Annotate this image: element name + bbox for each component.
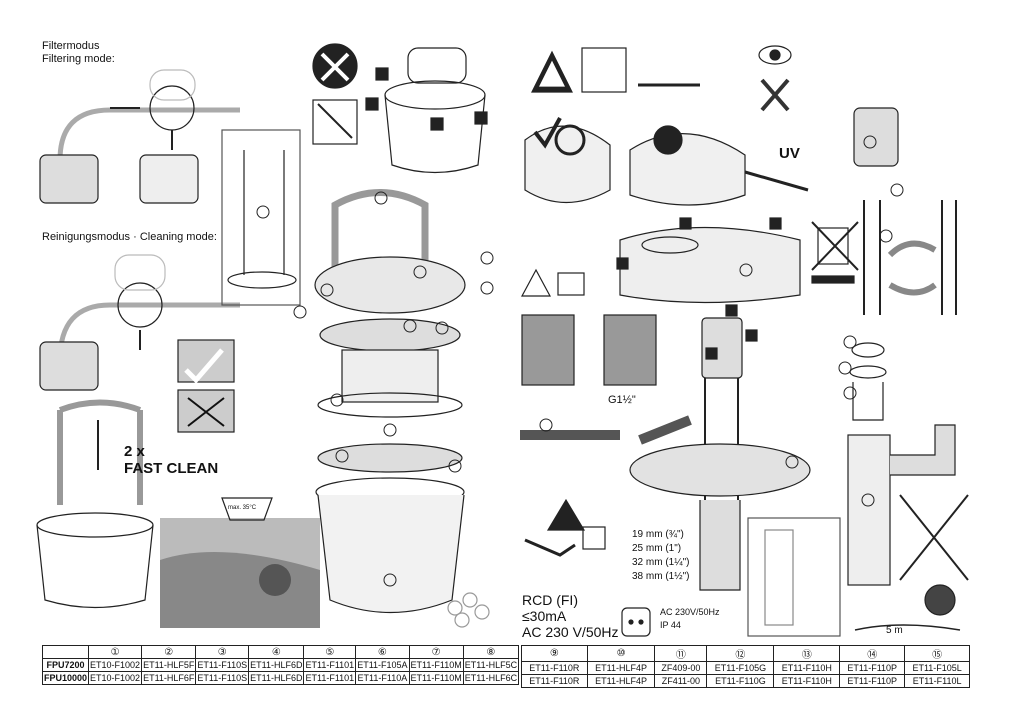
table-header: ⑮ xyxy=(904,645,970,662)
part-number: ET11-F1101 xyxy=(303,671,357,685)
part-number: ET11-F110P xyxy=(839,674,906,688)
wash-temp-label: max. 35°C xyxy=(228,505,257,511)
part-number: ET11-F110G xyxy=(706,674,775,688)
hose-size-19: 19 mm (¾") xyxy=(632,529,684,540)
exploded-filter xyxy=(314,189,466,614)
top-unit-removal xyxy=(365,47,488,174)
filter-balls xyxy=(447,592,490,628)
part-number: ET11-F110S xyxy=(195,658,250,672)
table-row: ET11-F110R ET11-HLF4P ZF411-00 ET11-F110… xyxy=(521,674,970,688)
table-header: ④ xyxy=(248,645,305,659)
table-header: ① xyxy=(88,645,143,659)
model-name: FPU10000 xyxy=(41,671,90,685)
table-header: ⑫ xyxy=(706,645,775,662)
cable-length: 5 m xyxy=(886,625,903,636)
part-number: ZF411-00 xyxy=(654,674,708,688)
uv-label: UV xyxy=(779,145,800,162)
part-number: ZF409-00 xyxy=(654,661,708,675)
part-number: ET11-HLF6F xyxy=(141,671,197,685)
table-header: ③ xyxy=(195,645,250,659)
part-number: ET11-F110M xyxy=(408,658,464,672)
table-header: ⑩ xyxy=(586,645,656,662)
fast-clean-device xyxy=(36,399,154,609)
part-number: ET11-HLF5F xyxy=(141,658,197,672)
table-header: ② xyxy=(141,645,197,659)
table-row: FPU10000 ET10-F1002 ET11-HLF6F ET11-F110… xyxy=(41,671,520,685)
model-name: FPU7200 xyxy=(41,658,90,672)
part-number: ET10-F1002 xyxy=(88,658,143,672)
part-number: ET11-F110H xyxy=(773,674,841,688)
hose-size-32: 32 mm (1¼") xyxy=(632,557,690,568)
table-header: ⑬ xyxy=(773,645,841,662)
wash-temp-icon xyxy=(221,497,273,521)
part-number: ET10-F1002 xyxy=(88,671,143,685)
part-number: ET11-F110P xyxy=(839,661,906,675)
hose-size-38: 38 mm (1½") xyxy=(632,571,690,582)
table-row: ET11-F110R ET11-HLF4P ZF409-00 ET11-F105… xyxy=(521,661,970,675)
rcd-label: RCD (FI) xyxy=(522,592,578,608)
part-number: ET11-F105G xyxy=(706,661,775,675)
part-number: ET11-F110A xyxy=(355,671,410,685)
fast-clean-count: 2 x xyxy=(124,443,145,460)
part-number: ET11-F105L xyxy=(904,661,970,675)
parts-table-left: ① ② ③ ④ ⑤ ⑥ ⑦ ⑧ FPU7200 ET10-F1002 ET11-… xyxy=(41,645,520,685)
part-number: ET11-F110R xyxy=(521,674,588,688)
part-number: ET11-F110R xyxy=(521,661,588,675)
table-header: ⑥ xyxy=(355,645,410,659)
filter-mode-label-en: Filtering mode: xyxy=(42,53,115,65)
part-number: ET11-HLF6D xyxy=(248,658,305,672)
part-number: ET11-F110H xyxy=(773,661,841,675)
cleaning-mode-label: Reinigungsmodus · Cleaning mode: xyxy=(42,231,217,243)
table-header: ⑧ xyxy=(462,645,520,659)
rcd-current: ≤30mA xyxy=(522,608,567,624)
table-row: FPU7200 ET10-F1002 ET11-HLF5F ET11-F110S… xyxy=(41,658,520,672)
part-number: ET11-HLF5C xyxy=(462,658,520,672)
hose-size-25: 25 mm (1") xyxy=(632,543,682,554)
power-voltage: AC 230V/50Hz xyxy=(660,607,720,617)
part-number: ET11-HLF4P xyxy=(586,674,656,688)
power-ip-rating: IP 44 xyxy=(660,620,681,630)
filter-mode-label-de: Filtermodus xyxy=(42,40,100,52)
cleaning-mode-diagram xyxy=(39,254,240,433)
part-number: ET11-F1101 xyxy=(303,658,357,672)
part-number: ET11-HLF4P xyxy=(586,661,656,675)
fast-clean-label: FAST CLEAN xyxy=(124,460,219,477)
thread-size-label: G1½" xyxy=(608,394,636,406)
part-number: ET11-F110M xyxy=(408,671,464,685)
part-number: ET11-HLF6D xyxy=(248,671,305,685)
table-header xyxy=(41,645,90,659)
part-number: ET11-HLF6C xyxy=(462,671,520,685)
table-header: ⑤ xyxy=(303,645,357,659)
filtering-mode-diagram xyxy=(39,69,240,204)
rcd-voltage: AC 230 V/50Hz xyxy=(522,624,619,640)
part-number: ET11-F110L xyxy=(904,674,970,688)
part-number: ET11-F105A xyxy=(355,658,410,672)
parts-table-right: ⑨ ⑩ ⑪ ⑫ ⑬ ⑭ ⑮ ET11-F110R ET11-HLF4P ZF40… xyxy=(521,645,970,688)
pond-scene xyxy=(160,518,320,628)
table-header: ⑨ xyxy=(521,645,588,662)
table-header: ⑪ xyxy=(654,645,708,662)
table-header: ⑦ xyxy=(408,645,464,659)
part-number: ET11-F110S xyxy=(195,671,250,685)
table-header: ⑭ xyxy=(839,645,906,662)
